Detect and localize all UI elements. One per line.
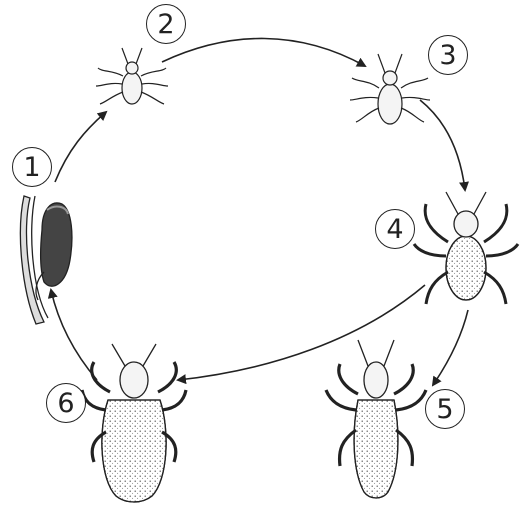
stage-6-label: 6 bbox=[46, 383, 86, 423]
arrow-2-to-3 bbox=[162, 38, 365, 66]
arrow-3-to-4 bbox=[420, 100, 465, 190]
stage-3-label: 3 bbox=[428, 35, 468, 75]
arrow-4-to-6 bbox=[178, 285, 425, 380]
stage-4-label: 4 bbox=[375, 209, 415, 249]
stage-1-label: 1 bbox=[12, 147, 52, 187]
nit-egg-icon bbox=[20, 196, 72, 324]
arrow-1-to-2 bbox=[55, 112, 106, 182]
first-nymph-icon bbox=[96, 48, 168, 104]
third-nymph-icon bbox=[414, 192, 518, 304]
stage-5-label: 5 bbox=[425, 389, 465, 429]
arrow-6-to-1 bbox=[51, 290, 97, 380]
adult-female-louse-icon bbox=[82, 344, 186, 502]
stage-2-label: 2 bbox=[146, 4, 186, 44]
arrow-4-to-5 bbox=[433, 310, 468, 385]
adult-male-louse-icon bbox=[326, 340, 426, 498]
